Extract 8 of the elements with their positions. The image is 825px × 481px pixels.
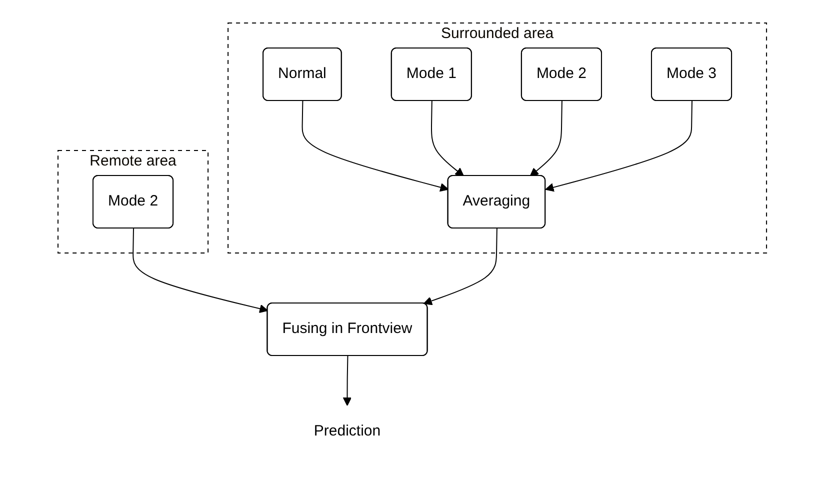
arrow — [530, 100, 563, 176]
arrow — [132, 228, 268, 313]
arrow — [431, 100, 464, 176]
arrow — [302, 100, 449, 192]
arrow — [424, 228, 498, 306]
node-text: Prediction — [314, 422, 381, 440]
arrow — [343, 356, 352, 406]
arrow — [545, 100, 693, 192]
